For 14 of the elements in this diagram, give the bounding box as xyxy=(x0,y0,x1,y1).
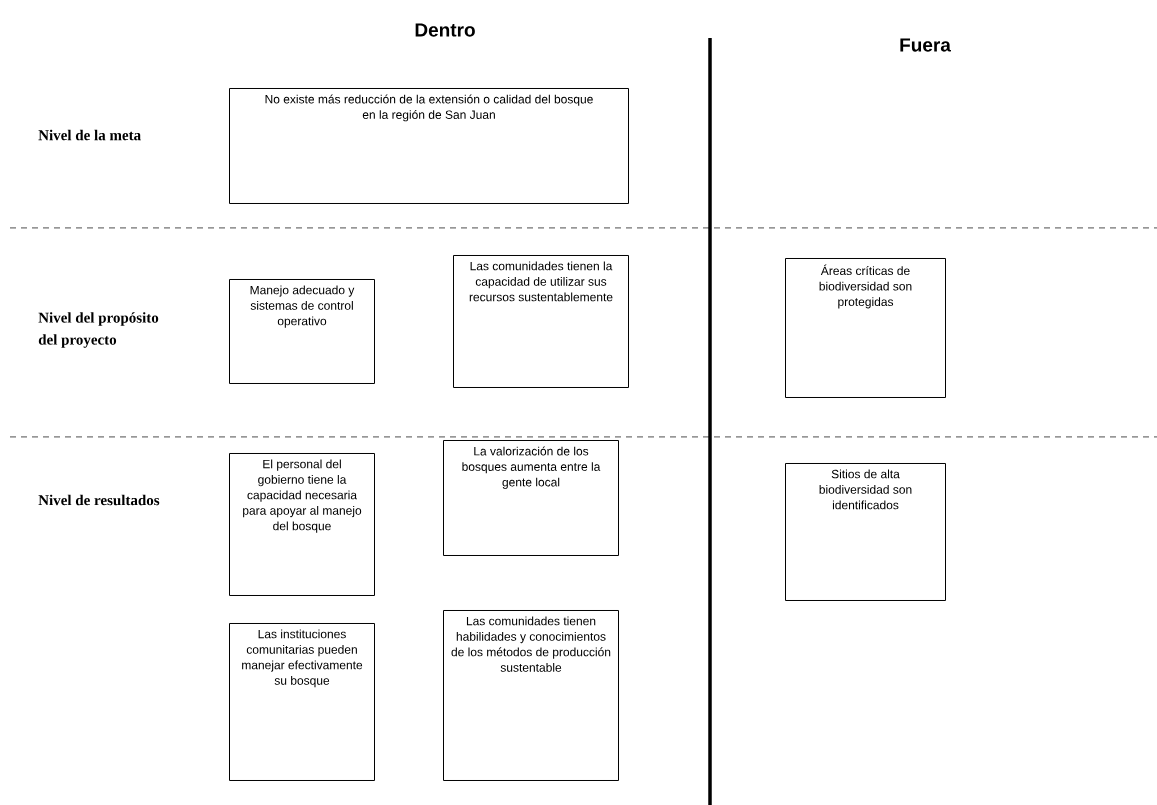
column-heading: Dentro xyxy=(415,23,475,37)
text-box: La valorización de los bosques aumenta entre la gente local xyxy=(443,440,619,556)
text-box: Áreas críticas de biodiversidad son protegidas xyxy=(785,258,946,398)
text-box: Sitios de alta biodiversidad son identificados xyxy=(785,463,946,601)
row-heading: Nivel del propósito del proyecto xyxy=(38,312,159,348)
text-box: El personal del gobierno tiene la capacidad necesaria para apoyar al manejo del bosque xyxy=(229,453,375,596)
text-box: Manejo adecuado y sistemas de control operativo xyxy=(229,279,375,384)
row-heading: Nivel de la meta xyxy=(38,129,141,141)
text-box: Las comunidades tienen la capacidad de utilizar sus recursos sustentablemente xyxy=(453,255,629,388)
column-heading: Fuera xyxy=(900,38,951,52)
text-box: Las instituciones comunitarias pueden manejar efectivamente su bosque xyxy=(229,623,375,781)
row-heading: Nivel de resultados xyxy=(38,494,160,506)
text-box: Las comunidades tienen habilidades y conocimientos de los métodos de producción sustentable xyxy=(443,610,619,781)
text-box: No existe más reducción de la extensión o calidad del bosque en la región de San Juan xyxy=(229,88,629,204)
